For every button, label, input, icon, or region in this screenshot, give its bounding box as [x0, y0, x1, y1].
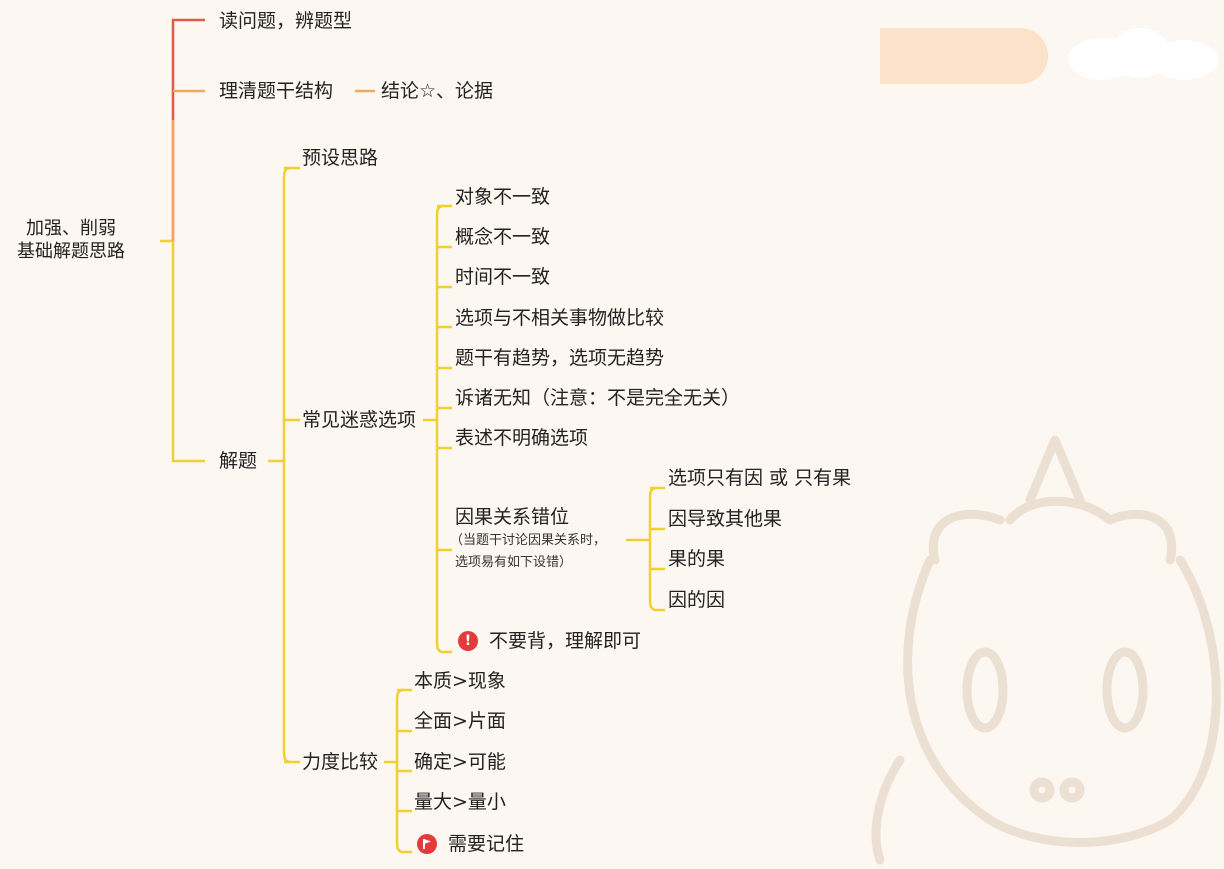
- node-object-mismatch: 对象不一致: [455, 186, 551, 208]
- root-title-line1: 加强、削弱: [26, 218, 116, 239]
- node-strength-comparison: 力度比较: [302, 751, 379, 773]
- node-large-over-small: 量大>量小: [414, 791, 506, 813]
- node-vague-option: 表述不明确选项: [455, 427, 589, 449]
- node-read-question: 读问题，辨题型: [219, 10, 353, 32]
- node-cause-of-cause: 因的因: [668, 589, 726, 611]
- root-node: 加强、削弱 基础解题思路: [6, 217, 136, 263]
- node-concept-mismatch: 概念不一致: [455, 226, 551, 248]
- node-complete-over-partial: 全面>片面: [414, 710, 506, 732]
- node-preset-approach: 预设思路: [302, 147, 379, 169]
- decorative-cloud: [1150, 40, 1218, 80]
- node-appeal-to-ignorance: 诉诸无知（注意：不是完全无关）: [455, 387, 741, 409]
- node-essence-over-phenomenon: 本质>现象: [414, 670, 506, 692]
- mascot-watermark: [871, 435, 1221, 865]
- node-effect-of-effect: 果的果: [668, 548, 726, 570]
- node-cause-other-effect: 因导致其他果: [668, 508, 783, 530]
- connector-strength-spine: [395, 688, 412, 854]
- node-clarify-structure: 理清题干结构: [219, 80, 334, 102]
- node-common-distractors: 常见迷惑选项: [302, 409, 417, 431]
- root-title-line2: 基础解题思路: [17, 241, 125, 262]
- node-causal-note-line1: （当题干讨论因果关系时，: [450, 533, 607, 548]
- node-causal-misplacement: 因果关系错位: [455, 506, 570, 528]
- connector-solve: [171, 241, 205, 463]
- flag-icon: [417, 834, 437, 854]
- node-trend-mismatch: 题干有趋势，选项无趋势: [455, 347, 665, 369]
- connector-causal-spine: [648, 486, 665, 612]
- node-certain-over-possible: 确定>可能: [414, 751, 506, 773]
- node-only-cause-or-effect: 选项只有因 或 只有果: [668, 467, 852, 489]
- connector-solve-spine: [282, 166, 291, 764]
- node-irrelevant-comparison: 选项与不相关事物做比较: [455, 307, 665, 329]
- node-time-mismatch: 时间不一致: [455, 266, 551, 288]
- node-solve: 解题: [219, 450, 258, 472]
- node-structure-detail: 结论☆、论据: [381, 80, 494, 102]
- node-understand-not-memorize: 不要背，理解即可: [489, 630, 642, 652]
- connector-distractors-spine: [435, 204, 452, 654]
- node-must-memorize: 需要记住: [448, 833, 525, 855]
- connector-read: [171, 18, 205, 241]
- exclamation-icon: !: [458, 631, 478, 651]
- node-causal-note-line2: 选项易有如下设错）: [455, 555, 573, 570]
- decorative-banner: [880, 28, 1048, 84]
